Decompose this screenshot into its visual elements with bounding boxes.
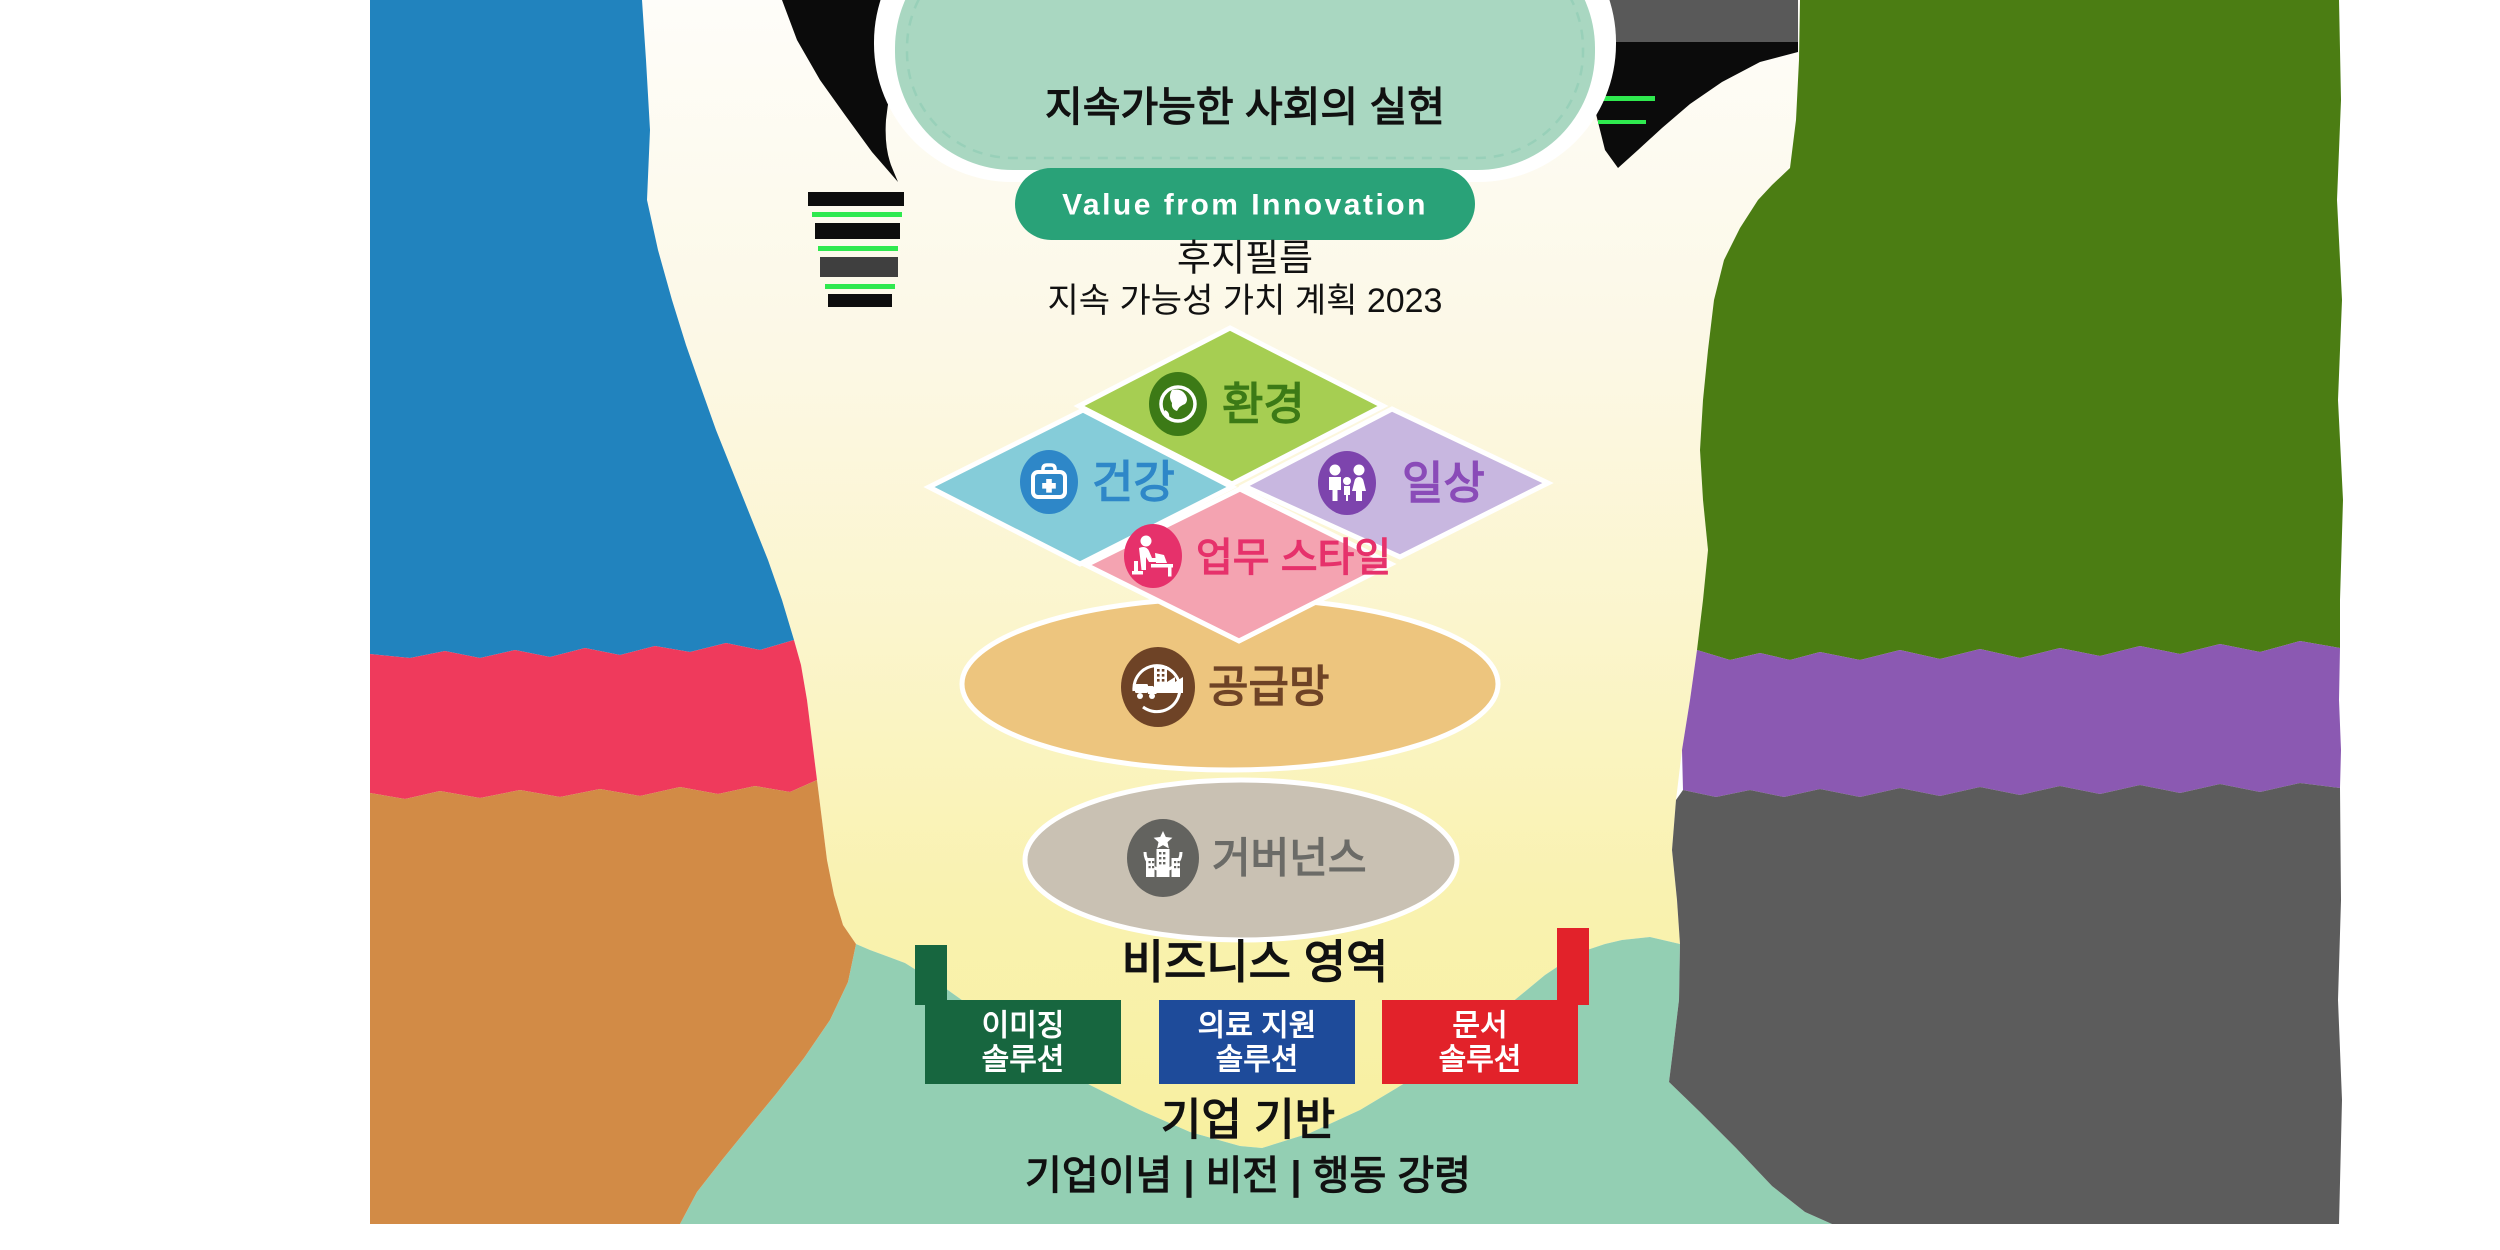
slogan-pill: Value from Innovation	[1015, 168, 1475, 240]
slogan-text: Value from Innovation	[1062, 189, 1428, 222]
goal-text: 지속가능한 사회의 실현	[1045, 84, 1445, 130]
goal-capsule-inner-ring	[905, 0, 1585, 160]
glitch-stripe	[820, 257, 898, 277]
torn-block-blue	[370, 0, 794, 658]
glitch-band-right	[1595, 0, 1798, 42]
corporate-foundation-subtitle: 기업이념 | 비전 | 행동 강령	[1025, 1154, 1471, 1198]
document-solution-line2: 솔루션	[1439, 1044, 1522, 1077]
glitch-strip-right	[1598, 42, 1798, 52]
slogan-pill-shape	[1015, 168, 1475, 240]
plan-title: 지속 가능성 가치 계획 2023	[1048, 282, 1443, 320]
healthcare-solution-box	[1159, 1000, 1355, 1084]
document-solution-box	[1382, 1000, 1578, 1084]
governance-ellipse	[1022, 777, 1460, 943]
imaging-solution-tab	[915, 945, 947, 1005]
healthcare-solution-line2: 솔루션	[1216, 1044, 1299, 1077]
work-style-label: 업무 스타일	[1196, 536, 1391, 580]
buildings-star-icon	[1127, 819, 1199, 897]
glitch-stripe	[828, 294, 892, 307]
health-label: 건강	[1092, 457, 1175, 508]
governance-layer: 거버넌스	[1022, 777, 1460, 943]
glitch-artifacts	[782, 0, 1798, 307]
corporate-foundation-title: 기업 기반	[1161, 1096, 1335, 1145]
supply-chain-label: 공급망	[1208, 663, 1329, 712]
goal-capsule: 지속가능한 사회의 실현	[874, 0, 1616, 182]
glitch-stripe	[1600, 96, 1655, 101]
document-solution-tab	[1557, 928, 1589, 1005]
torn-block-gray	[1669, 783, 2342, 1224]
governance-label: 거버넌스	[1212, 835, 1367, 882]
diamond-environment	[1073, 325, 1389, 487]
daily-life-label: 일상	[1402, 458, 1485, 509]
torn-block-purple	[1682, 641, 2341, 797]
desk-worker-icon	[1124, 524, 1182, 588]
glitch-stripe	[1598, 120, 1646, 124]
family-icon	[1318, 451, 1376, 515]
factory-truck-icon	[1121, 647, 1195, 727]
torn-block-crimson	[370, 640, 817, 799]
company-name: 후지필름	[1177, 238, 1313, 279]
document-solution-line1: 문서	[1452, 1010, 1507, 1043]
goal-capsule-shape	[895, 0, 1595, 170]
environment-label: 환경	[1222, 379, 1305, 430]
torn-block-orange	[370, 780, 856, 1224]
glitch-wedge-left	[782, 0, 950, 182]
diamond-health	[923, 407, 1238, 567]
glitch-stripe	[825, 284, 895, 289]
torn-block-green	[1697, 0, 2343, 660]
diamond-daily-life	[1238, 406, 1554, 560]
glitch-stripe	[818, 246, 898, 251]
imaging-solution-line1: 이미징	[982, 1010, 1065, 1043]
glitch-wedge-right	[1585, 52, 1798, 168]
healthcare-solution-line1: 의료 지원	[1198, 1010, 1317, 1043]
business-area-title: 비즈니스 영역	[1122, 936, 1389, 988]
glitch-stripe	[808, 192, 904, 206]
imaging-solution-line2: 솔루션	[982, 1044, 1065, 1077]
business-segments: 이미징 솔루션 의료 지원 솔루션 문서 솔루션	[915, 928, 1589, 1084]
glitch-stripe	[815, 223, 900, 239]
glitch-stripe	[812, 212, 902, 217]
priority-areas: 환경 건강 일상 업무 스타일	[923, 325, 1554, 644]
first-aid-kit-icon	[1020, 450, 1078, 514]
imaging-solution-box	[925, 1000, 1121, 1084]
globe-icon	[1149, 372, 1207, 436]
